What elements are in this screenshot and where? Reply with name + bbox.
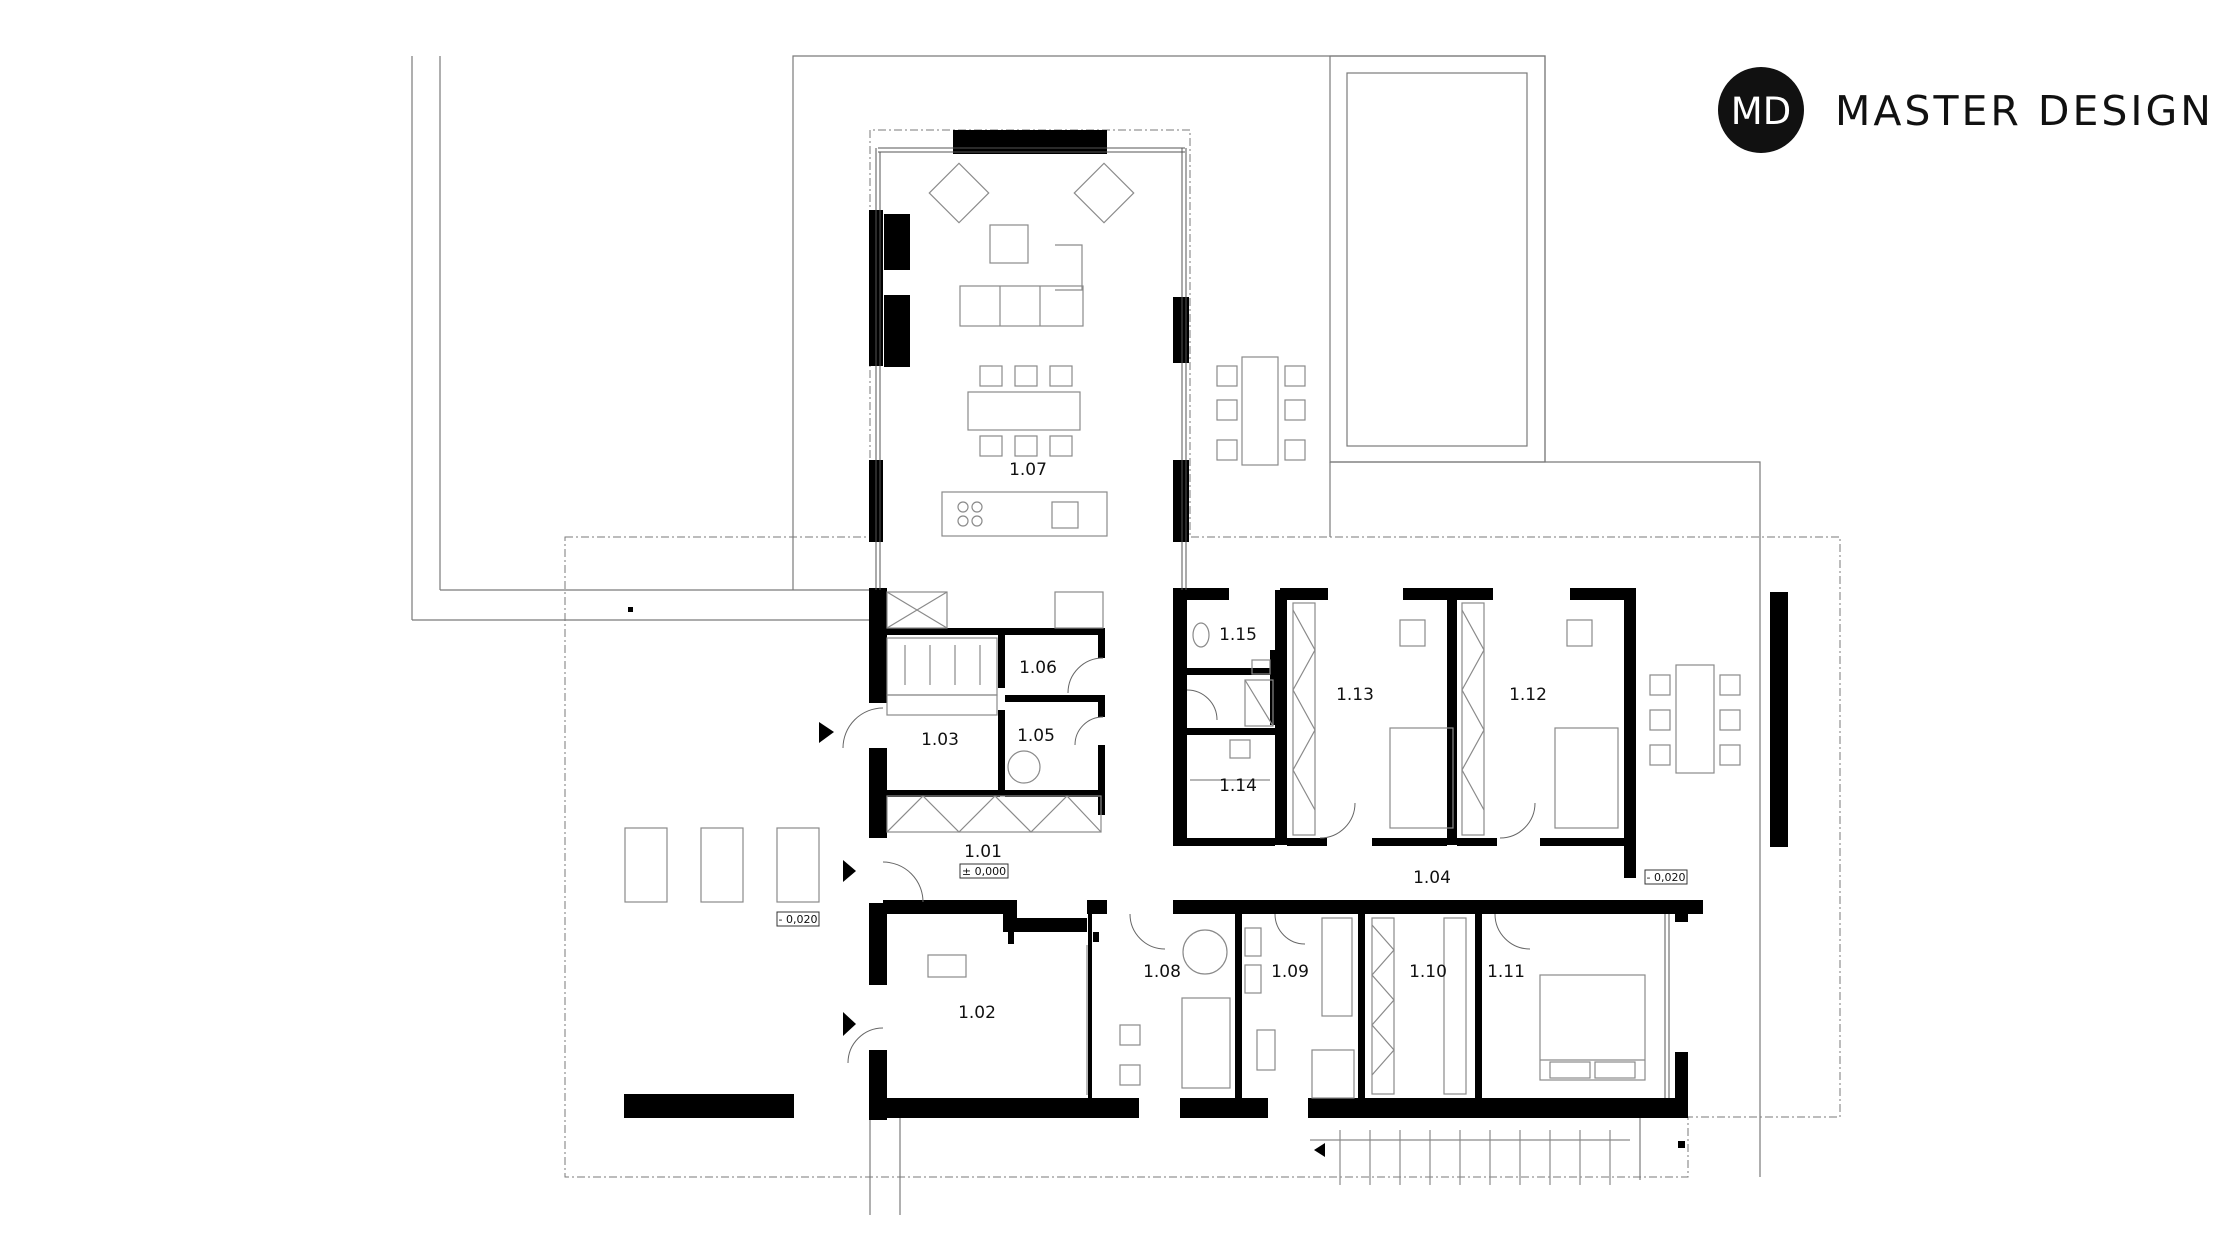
brand-logo: MD MASTER DESIGN (1718, 67, 2214, 153)
room-label-1.01: 1.01 (964, 842, 1002, 862)
entrance-arrows (628, 607, 1685, 1157)
windows (875, 147, 1670, 1098)
pool (1329, 55, 1546, 463)
level-marks: ± 0,000 - 0,020 - 0,020 (776, 863, 1688, 927)
room-label-1.11: 1.11 (1487, 962, 1525, 982)
furniture (624, 162, 1741, 1185)
room-label-1.10: 1.10 (1409, 962, 1447, 982)
room-label-1.07: 1.07 (1009, 460, 1047, 480)
door-swings (842, 657, 1536, 1064)
room-label-1.03: 1.03 (921, 730, 959, 750)
room-labels: 1.07 1.15 1.13 1.12 1.06 1.03 1.05 1.14 … (921, 460, 1547, 1023)
room-label-1.13: 1.13 (1336, 685, 1374, 705)
room-label-1.08: 1.08 (1143, 962, 1181, 982)
brand-name: MASTER DESIGN (1835, 87, 2214, 135)
room-label-1.12: 1.12 (1509, 685, 1547, 705)
logo-circle (1718, 67, 1804, 153)
room-label-1.15: 1.15 (1219, 625, 1257, 645)
level-mark-entrance: ± 0,000 (962, 865, 1006, 878)
room-label-1.02: 1.02 (958, 1003, 996, 1023)
room-label-1.14: 1.14 (1219, 776, 1257, 796)
level-mark-terrace-east: - 0,020 (1647, 871, 1686, 884)
room-label-1.04: 1.04 (1413, 868, 1451, 888)
room-label-1.05: 1.05 (1017, 726, 1055, 746)
roof-outline (564, 129, 1841, 1178)
site-outlines (411, 55, 1761, 1215)
room-label-1.09: 1.09 (1271, 962, 1309, 982)
room-label-1.06: 1.06 (1019, 658, 1057, 678)
level-mark-terrace-west: - 0,020 (779, 913, 818, 926)
logo-monogram: MD (1731, 90, 1791, 133)
